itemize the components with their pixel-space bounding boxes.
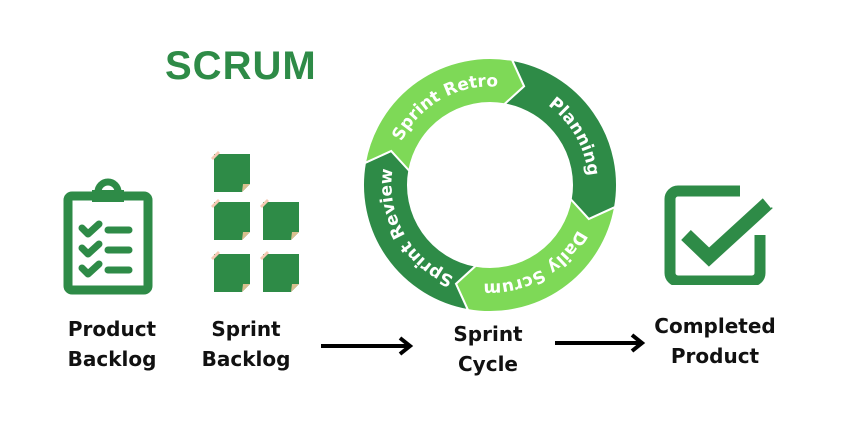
diagram-title: SCRUM [165,44,317,88]
label-line: Sprint [211,317,281,341]
sticky-note [260,199,299,240]
flow-arrow-2 [555,333,646,353]
stage-label-sprint-cycle: Sprint Cycle [428,319,548,379]
label-line: Backlog [201,347,291,371]
label-line: Cycle [458,352,518,376]
label-line: Completed [654,314,776,338]
checkbox-checked-icon [664,185,774,285]
sticky-note [260,251,299,292]
flow-arrow-1 [321,336,414,356]
sticky-note [211,151,250,192]
stage-label-completed-product: Completed Product [640,311,790,371]
cycle-segment-sprint-retro [363,57,526,173]
clipboard-checklist-icon [63,178,153,295]
sticky-note [211,251,250,292]
sticky-note [211,199,250,240]
label-line: Backlog [67,347,157,371]
label-line: Product [670,344,760,368]
stage-label-sprint-backlog: Sprint Backlog [186,314,306,374]
label-line: Sprint [453,322,523,346]
sticky-notes-icon [211,151,299,292]
stage-label-product-backlog: Product Backlog [52,314,172,374]
label-line: Product [67,317,157,341]
